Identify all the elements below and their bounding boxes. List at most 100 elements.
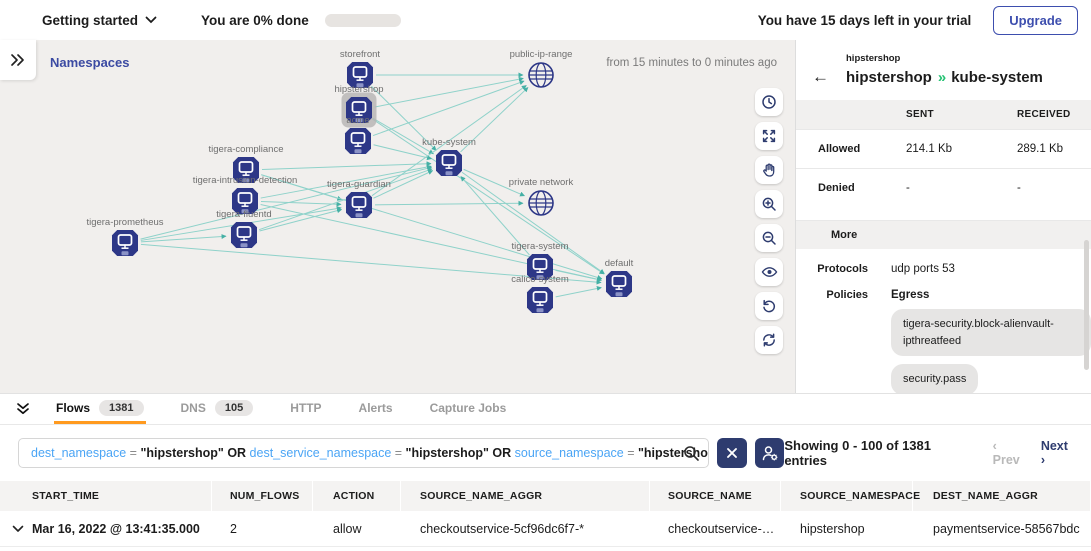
denied-received-value: - [1017,182,1021,194]
graph-node-label: tigera-prometheus [86,217,163,228]
graph-edge [371,85,437,151]
column-header[interactable]: DEST_NAME_AGGR [913,481,1091,511]
tab-label: Capture Jobs [429,400,507,415]
column-header[interactable]: START_TIME [0,481,212,511]
graph-node-storefront[interactable]: storefront [340,49,380,88]
topology-svg[interactable]: storefront public-ip-range hipstershopacme… [0,40,795,393]
expand-row-icon[interactable] [12,525,24,533]
zoom-in-icon [762,197,776,211]
graph-toolbar [755,88,783,354]
getting-started-dropdown[interactable]: Getting started [42,13,157,28]
graph-node-acme[interactable]: acme [345,115,371,154]
stats-row-denied: Denied - - [796,168,1091,207]
graph-node-tigera-intrusion-detection[interactable]: tigera-intrusion-detection [193,175,298,214]
clear-search-button[interactable] [717,437,747,468]
refresh-button[interactable] [755,326,783,354]
topology-graph-panel: Namespaces from 15 minutes to 0 minutes … [0,40,795,393]
graph-edge [260,164,432,199]
graph-node-kube-system[interactable]: kube-system [422,137,476,176]
expand-sidebar-button[interactable] [0,40,36,80]
policy-pill[interactable]: tigera-security.block-alienvault-ipthrea… [891,309,1091,356]
column-header[interactable]: ACTION [313,481,401,511]
visibility-button[interactable] [755,258,783,286]
more-section-header[interactable]: More [796,220,1091,249]
graph-node-label: tigera-intrusion-detection [193,175,298,186]
pan-button[interactable] [755,156,783,184]
stats-header-row: SENT RECEIVED [796,100,1091,129]
tab-http[interactable]: HTTP [288,394,323,424]
sent-column-header: SENT [906,109,934,120]
policies-row: Policies Egress tigera-security.block-al… [796,275,1091,393]
user-settings-button[interactable] [754,437,785,468]
table-cell: checkoutservice-5cf96dc6f7-* [420,521,584,536]
graph-node-private-network[interactable]: private network [509,177,574,216]
panel-scrollbar[interactable] [1084,240,1089,370]
progress-text: You are 0% done [201,12,309,28]
prev-page-link[interactable]: ‹ Prev [992,438,1020,467]
graph-edge [374,76,524,108]
main-area: Namespaces from 15 minutes to 0 minutes … [0,40,1091,393]
time-button[interactable] [755,88,783,116]
graph-edge [555,269,602,282]
graph-node-tigera-guardian[interactable]: tigera-guardian [327,179,391,218]
graph-node-public-ip-range[interactable]: public-ip-range [510,49,573,88]
graph-edge [261,161,432,170]
tab-label: HTTP [290,400,322,415]
graph-edge [555,286,602,298]
upgrade-button[interactable]: Upgrade [993,5,1078,35]
graph-node-default[interactable]: default [605,258,634,297]
tab-alerts[interactable]: Alerts [357,394,395,424]
undo-button[interactable] [755,292,783,320]
double-chevron-down-icon [17,403,29,415]
collapse-table-button[interactable] [16,394,46,424]
graph-edge [374,200,524,206]
graph-edge [373,170,434,199]
graph-node-tigera-system[interactable]: tigera-system [511,241,569,280]
column-header[interactable]: NUM_FLOWS [212,481,313,511]
panel-title-source: hipstershop [846,68,932,86]
search-input[interactable]: dest_namespace = "hipstershop" OR dest_s… [18,437,710,468]
graph-node-tigera-compliance[interactable]: tigera-compliance [209,144,284,183]
time-icon [762,95,776,109]
topbar: Getting started You are 0% done You have… [0,0,1091,40]
graph-node-label: storefront [340,49,380,60]
zoom-in-button[interactable] [755,190,783,218]
graph-edge [140,243,602,285]
graph-node-tigera-prometheus[interactable]: tigera-prometheus [86,217,164,256]
graph-node-tigera-fluentd[interactable]: tigera-fluentd [216,209,272,248]
column-header[interactable]: SOURCE_NAMESPACE [781,481,920,511]
search-icon[interactable] [683,445,700,462]
column-header[interactable]: SOURCE_NAME_AGGR [401,481,650,511]
user-gear-icon [762,445,778,461]
visibility-icon [761,267,777,277]
policy-pill[interactable]: security.pass [891,364,979,393]
search-row: dest_namespace = "hipstershop" OR dest_s… [0,425,1091,480]
search-query: dest_namespace = "hipstershop" OR dest_s… [31,445,708,460]
graph-edge [463,168,525,197]
results-count-text: Showing 0 - 100 of 1381 entries [784,437,931,468]
allowed-label: Allowed [818,143,861,155]
tab-label: Flows [56,400,91,415]
egress-label: Egress [891,289,930,301]
fit-view-button[interactable] [755,122,783,150]
zoom-out-button[interactable] [755,224,783,252]
graph-edge [140,234,227,243]
tab-capture-jobs[interactable]: Capture Jobs [428,394,509,424]
received-column-header: RECEIVED [1017,109,1071,120]
graph-node-label: acme [346,115,369,126]
back-arrow-icon[interactable]: ← [812,67,829,86]
graph-node-hipstershop[interactable]: hipstershop [334,84,384,128]
graph-edge [372,117,434,155]
graph-edge [140,165,433,240]
query-token-value: "hipstershop" [140,445,224,460]
column-header[interactable]: SOURCE_NAME [650,481,781,511]
next-page-link[interactable]: Next › [1040,438,1068,467]
graph-edge [260,201,342,207]
graph-edge [372,118,605,275]
graph-node-calico-system[interactable]: calico-system [511,274,569,313]
chevron-down-icon [145,16,157,24]
